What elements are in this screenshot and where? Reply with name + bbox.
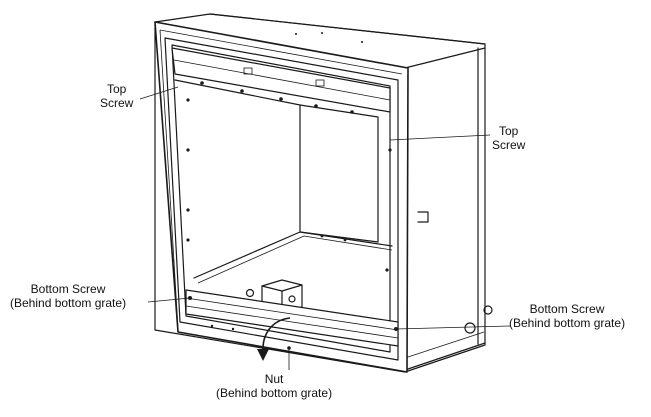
grate-hole <box>231 327 235 331</box>
junction-box-edge <box>281 284 303 292</box>
callout-text: Nut <box>264 372 284 386</box>
leader-top-screw-right <box>389 134 491 141</box>
top-rail-line <box>173 59 391 101</box>
box-top-edge <box>209 13 486 45</box>
top-screw-hole <box>279 97 283 101</box>
box-bottom-inner-edge <box>404 331 485 359</box>
callout-text: (Behind bottom grate) <box>509 316 626 330</box>
box-side-bracket <box>417 211 429 223</box>
frame-opening <box>171 44 391 353</box>
junction-box-knockout <box>288 295 296 303</box>
side-screw-hole <box>186 208 190 212</box>
floor-knockout <box>245 288 255 298</box>
ceiling-edge <box>174 79 301 106</box>
top-rail-slot <box>243 67 253 75</box>
frame-inner <box>164 37 399 361</box>
leader-bottom-screw-left <box>147 297 191 303</box>
floor-hole <box>320 234 324 238</box>
box-knockout <box>483 305 493 315</box>
bottom-grate <box>185 289 399 350</box>
top-rail-slot <box>315 79 325 87</box>
callout-text: Top <box>498 124 519 138</box>
callout-text: (Behind bottom grate) <box>10 296 127 310</box>
side-screw-hole <box>186 148 190 152</box>
junction-box-edge <box>261 285 283 292</box>
callout-bottom-screw-left: Bottom Screw (Behind bottom grate) <box>10 282 126 310</box>
callout-text: Screw <box>100 96 134 110</box>
top-rail <box>171 47 391 114</box>
grate-line <box>185 297 399 331</box>
rotation-arrow <box>257 317 291 361</box>
frame-bevel-left <box>159 29 179 329</box>
side-screw-hole <box>186 238 190 242</box>
arrow-arc <box>262 317 291 353</box>
frame-bevel-top <box>159 29 403 75</box>
box-top-hole <box>321 32 323 34</box>
callout-text: Bottom Screw <box>30 282 106 296</box>
side-screw-hole <box>385 268 389 272</box>
arrow-head <box>257 349 269 361</box>
side-screw-hole <box>388 148 392 152</box>
side-screw-hole <box>186 98 190 102</box>
nut <box>287 346 291 350</box>
grate-hole <box>210 324 214 328</box>
leader-lines <box>139 86 511 370</box>
top-screw-hole <box>240 89 244 93</box>
front-frame <box>154 21 409 373</box>
leader-top-screw-left <box>139 86 179 100</box>
callout-text: Bottom Screw <box>529 302 605 316</box>
callout-bottom-screw-right: Bottom Screw (Behind bottom grate) <box>509 302 625 330</box>
box-top-hole <box>361 41 363 43</box>
callout-top-screw-right: Top Screw <box>492 124 525 152</box>
box-top-right-edge <box>404 47 486 69</box>
box-bottom-right-edge <box>404 342 486 371</box>
top-screw-hole <box>200 81 204 85</box>
floor-hole <box>343 238 347 242</box>
floor-left-edge <box>193 231 301 279</box>
callout-text: (Behind bottom grate) <box>216 386 333 400</box>
grate-line <box>185 305 399 339</box>
box-knockout <box>464 322 476 334</box>
interior <box>174 79 393 298</box>
callout-text: Screw <box>492 138 526 152</box>
floor-left-edge-2 <box>197 235 305 284</box>
callout-nut: Nut (Behind bottom grate) <box>216 372 332 400</box>
floor-back-edge-2 <box>303 235 393 251</box>
floor-back-edge <box>299 231 393 247</box>
callout-text: Top <box>106 82 127 96</box>
leader-bottom-screw-right <box>395 325 511 330</box>
box-top-hole <box>295 33 297 35</box>
back-wall <box>299 104 379 243</box>
callout-top-screw-left: Top Screw <box>100 82 133 110</box>
